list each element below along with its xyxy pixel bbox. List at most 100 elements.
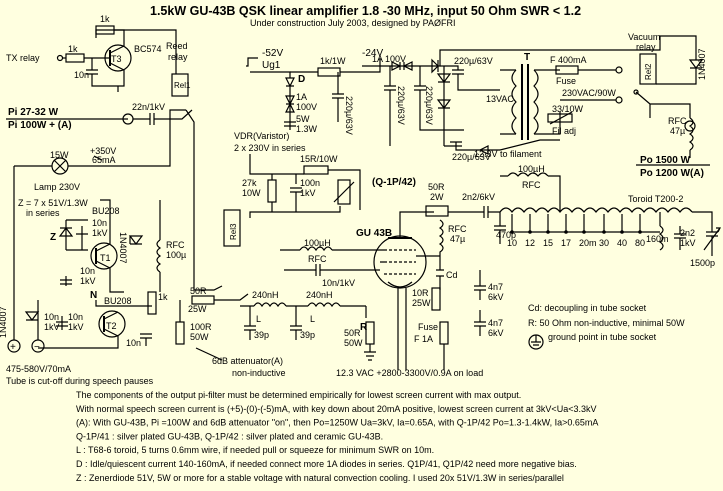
note-line: With normal speech screen current is (+5… (76, 404, 596, 414)
band-label: 10 (507, 238, 517, 248)
r-10r-25w-2: 25W (412, 298, 431, 308)
r-10r-25w-1: 10R (412, 288, 429, 298)
vac-relay-label-2: relay (636, 42, 656, 52)
r-50r-2w-1: 50R (428, 182, 445, 192)
terminal-plus (7, 339, 21, 353)
c-4n7-a-2: 6kV (488, 292, 504, 302)
c-2n2-1kv-2: 1kV (680, 238, 696, 248)
tx-relay-driver: TX relay 1k 10n T3 BC574 1k Reed relay R… (6, 14, 191, 97)
rfc-47u-r-1: RFC (668, 116, 687, 126)
ma65-label: 65mA (92, 155, 116, 165)
fuse-label: Fuse (556, 76, 576, 86)
r-15r10w-label: 15R/10W (300, 154, 338, 164)
rfc-100uh-top-label: 100µH (518, 164, 545, 174)
z-5w13w-1: 5W (296, 114, 310, 124)
rf-input: Pi 27-32 W Pi 100W + (A) 22n/1kV (6, 102, 193, 131)
to-filament-label: 12.3V to filament (474, 149, 542, 159)
neg24-label: -24V (362, 48, 383, 59)
pi-input-label-2: Pi 100W + (A) (8, 120, 72, 131)
resistor-50r-25w (191, 295, 215, 305)
tube-gu43b: (Q-1P/42) GU 43B 50R 2W RFC 47µ Cd 10R 2… (336, 177, 504, 378)
c-10n-1kv-d-2: 1kV (44, 322, 60, 332)
pi-filter: 2n2/6kV 100µH RFC 470p Toroid T200-2 150… (462, 164, 721, 268)
fuse-1a-1: Fuse (418, 322, 438, 332)
r-27k-1: 27k (242, 178, 257, 188)
d-1n4007-r: 1N4007 (697, 48, 707, 80)
output-section: Vacuum relay Rel2 1N4007 RFC 47µ Po 1500… (620, 32, 710, 179)
r-50r-2w-2: 2W (430, 192, 444, 202)
band-contact (582, 230, 586, 234)
legend: Cd: decoupling in tube socket R: 50 Ohm … (528, 303, 685, 350)
cathode-fuse (439, 321, 449, 345)
band-label: 17 (561, 238, 571, 248)
rfc-47u-m-1: RFC (448, 224, 467, 234)
c-220-a: 220µ/63V (344, 96, 354, 135)
r-100r-50w-2: 50W (190, 332, 209, 342)
rfc-top-label: RFC (522, 180, 541, 190)
d-1n4007-a: 1N4007 (118, 232, 128, 264)
l-240nh-b-label: 240nH (306, 290, 333, 300)
output-connector (684, 120, 696, 132)
mains-label: 230VAC/90W (562, 88, 616, 98)
v475-label: 475-580V/70mA (6, 364, 71, 374)
reed-relay-rel1 (171, 73, 189, 97)
note-line: The components of the output pi-filter m… (76, 390, 521, 400)
r-33-10w-label: 33/10W (552, 104, 584, 114)
t3-label: T3 (111, 54, 122, 64)
band-label: 80 (635, 238, 645, 248)
vac-relay-label-1: Vacuum (628, 32, 660, 42)
c-10n-1kv-a-1: 10n (92, 218, 107, 228)
rel1-label: Rel1 (174, 81, 191, 90)
z-5w13w-2: 1.3W (296, 124, 318, 134)
c-220-c: 220µ/63V (424, 86, 434, 125)
fuse-f-label: F 400mA (550, 55, 587, 65)
transformer-label: T (524, 52, 530, 63)
resistor-50r-2w (425, 205, 449, 217)
rfc-100u-1: RFC (166, 240, 185, 250)
d-1n4007-b: 1N4007 (0, 306, 8, 338)
po1500-label: Po 1500 W (640, 155, 691, 166)
attenuator-label-2: non-inductive (232, 368, 286, 378)
band-label: 30 (599, 238, 609, 248)
pi-input-label-1: Pi 27-32 W (8, 107, 59, 118)
c-100n-1: 100n (300, 178, 320, 188)
note-line: D : Idle/quiescent current 140-160mA, if… (76, 459, 577, 469)
r-100r-50w-1: 100R (190, 322, 212, 332)
z-1a100v-1: 1A (296, 92, 307, 102)
bu208-b-label: BU208 (104, 296, 132, 306)
lamp-230-label: Lamp 230V (34, 182, 80, 192)
legend-cd: Cd: decoupling in tube socket (528, 303, 647, 313)
fuse-1a-2: F 1A (414, 334, 433, 344)
c-220-e-label: 220µ/63V (452, 152, 491, 162)
relay-rel3 (223, 209, 241, 247)
rfc-47u-m-2: 47µ (450, 234, 465, 244)
l-160m-label: 160m (646, 234, 669, 244)
bias-supply: -52V Ug1 D 1A 100V 5W 1.3W 1k/1W 220µ/63… (246, 48, 381, 135)
po1200-label: Po 1200 W(A) (640, 168, 704, 179)
terminal-minus (31, 339, 45, 353)
vdr-label-2: 2 x 230V in series (234, 143, 306, 153)
transistor-t2 (98, 310, 126, 338)
neg52-label: -52V (262, 48, 283, 59)
bu208-a-label: BU208 (92, 206, 120, 216)
attenuator-network: 50R 25W 100R 50W 240nH L 240nH L 39p 39p… (175, 109, 380, 378)
c-10n-t3-label: 10n (74, 70, 89, 80)
relay-contact (633, 89, 639, 95)
r-1k-left-label: 1k (68, 44, 78, 54)
d-1a100v-label: 1A 100V (372, 54, 406, 64)
hv-label: 12.3 VAC +2800-3300V/0.9A on load (336, 368, 483, 378)
t1-label: T1 (100, 253, 111, 263)
cd-label: Cd (446, 270, 458, 280)
r-50r-25w-l-2: 25W (188, 304, 207, 314)
v350-label: +350V (90, 146, 116, 156)
resistor-1k-1w (317, 67, 341, 77)
node-r: R (360, 322, 368, 333)
c-100n-2: 1kV (300, 188, 316, 198)
fil-adj-label: Fil adj (552, 126, 576, 136)
l-a-label: L (256, 314, 261, 324)
minus-label: − (34, 342, 40, 353)
resistor-100r-50w (175, 321, 185, 345)
tx-relay-label: TX relay (6, 53, 40, 63)
c-1500p-label: 1500p (690, 258, 715, 268)
